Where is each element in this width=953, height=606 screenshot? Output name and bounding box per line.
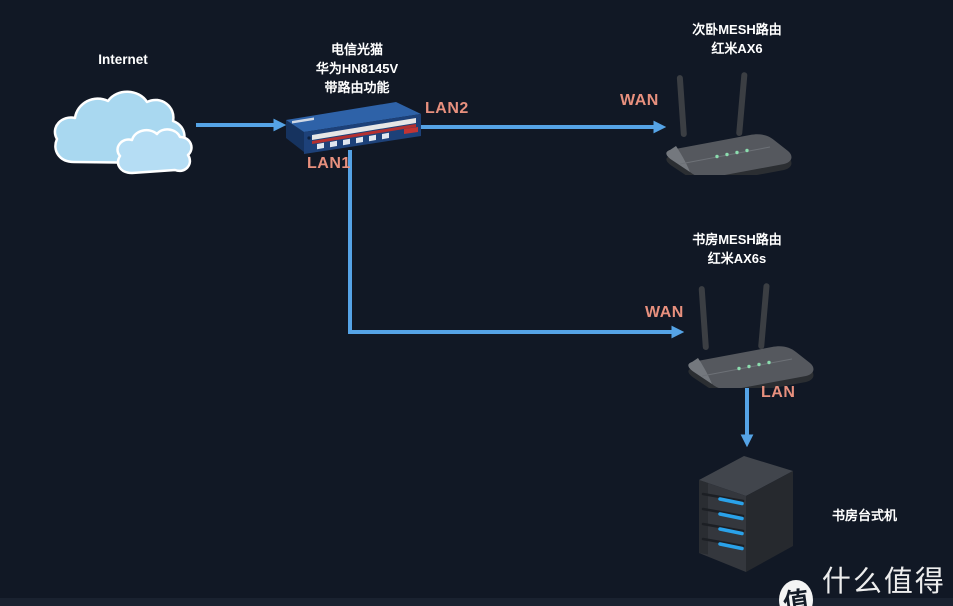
lan2-port-label: LAN2 bbox=[425, 100, 469, 117]
study-router-label: 书房MESH路由 红米AX6s bbox=[660, 231, 814, 268]
lan1-port-label: LAN1 bbox=[307, 155, 351, 172]
modem-device-icon bbox=[286, 102, 421, 154]
smzdm-brand-text: 什么值得买 bbox=[821, 566, 946, 598]
study-wan-port-label: WAN bbox=[645, 304, 684, 321]
modem-label-line2: 华为HN8145V bbox=[315, 61, 399, 76]
desktop-pc-icon bbox=[699, 456, 793, 572]
modem-label-line3: 带路由功能 bbox=[324, 80, 390, 95]
bedroom-router-icon bbox=[666, 72, 792, 175]
internet-cloud-icon bbox=[53, 90, 193, 175]
footer-strip bbox=[0, 598, 953, 606]
arrow-lan1-to-study-router bbox=[348, 150, 685, 339]
modem-label-line1: 电信光猫 bbox=[330, 42, 383, 57]
study-lan-port-label: LAN bbox=[761, 384, 796, 401]
bedroom-wan-port-label: WAN bbox=[620, 92, 659, 109]
bedroom-router-label-line1: 次卧MESH路由 bbox=[692, 22, 782, 37]
study-router-icon bbox=[688, 283, 814, 388]
modem-label: 电信光猫 华为HN8145V 带路由功能 bbox=[296, 40, 418, 97]
smzdm-logo-icon: 值 bbox=[779, 580, 813, 606]
study-router-label-line1: 书房MESH路由 bbox=[692, 232, 782, 247]
desktop-label: 书房台式机 bbox=[832, 508, 898, 523]
smzdm-watermark: 值 什么值得买 bbox=[779, 558, 953, 606]
bedroom-router-label-line2: 红米AX6 bbox=[711, 40, 763, 56]
study-router-label-line2: 红米AX6s bbox=[707, 250, 767, 266]
internet-label: Internet bbox=[98, 52, 148, 67]
bedroom-router-label: 次卧MESH路由 红米AX6 bbox=[660, 21, 814, 58]
smzdm-logo-char: 值 bbox=[781, 584, 812, 606]
